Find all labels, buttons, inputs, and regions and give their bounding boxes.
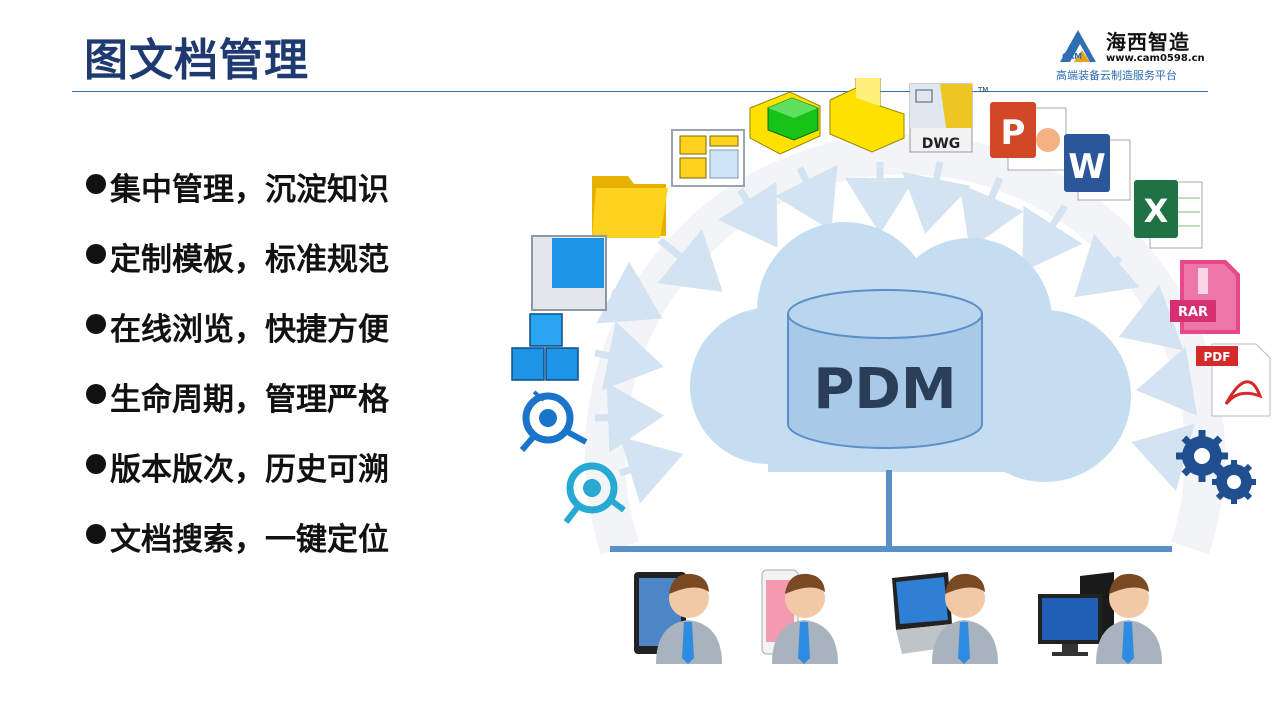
- arrow: [657, 229, 723, 292]
- feature-item: 生命周期，管理严格: [86, 374, 389, 444]
- arrow: [594, 321, 664, 391]
- feature-text: 版本版次，历史可溯: [110, 452, 389, 488]
- excel-file-icon: X: [1134, 180, 1203, 249]
- feature-text: 在线浏览，快捷方便: [110, 312, 389, 348]
- logo-slogan: 高端装备云制造服务平台: [1056, 69, 1177, 82]
- settings-gears-icon: [1176, 430, 1256, 504]
- client-laptop-user: [892, 572, 998, 664]
- user-avatar-icon: [772, 573, 838, 664]
- bullet-dot-icon: [86, 174, 106, 194]
- feature-item: 文档搜索，一键定位: [86, 514, 389, 584]
- feature-text: 文档搜索，一键定位: [110, 522, 389, 558]
- bullet-dot-icon: [86, 244, 106, 264]
- folder-icon: [592, 176, 668, 238]
- feature-text: 生命周期，管理严格: [110, 382, 389, 418]
- arrows: [594, 161, 1198, 504]
- excel-label: X: [1144, 192, 1169, 230]
- user-avatar-icon: [656, 573, 722, 664]
- bullet-dot-icon: [86, 384, 106, 404]
- arrow: [618, 436, 684, 504]
- layout-template-icon: [671, 129, 745, 187]
- window-template-icon: [531, 235, 607, 311]
- arrow: [594, 382, 664, 453]
- feature-item: 在线浏览，快捷方便: [86, 304, 389, 374]
- title-divider: [72, 91, 1208, 92]
- feature-item: 定制模板，标准规范: [86, 234, 389, 304]
- logo-url: www.cam0598.cn: [1106, 53, 1205, 64]
- client-phone-user: [761, 569, 838, 664]
- arrow: [959, 176, 1024, 249]
- 3d-part-green-icon: [749, 91, 821, 155]
- feature-text: 定制模板，标准规范: [110, 242, 389, 278]
- user-avatar-icon: [932, 573, 998, 664]
- arrow: [774, 164, 838, 231]
- company-logo: CAM 海西智造 www.cam0598.cn 高端装备云制造服务平台: [1056, 26, 1216, 84]
- feature-item: 集中管理，沉淀知识: [86, 164, 389, 234]
- arrow: [596, 261, 663, 324]
- user-avatar-icon: [1096, 573, 1162, 664]
- tm-label: TM: [977, 86, 988, 94]
- pdf-file-icon: PDF: [1196, 343, 1271, 417]
- dwg-label: DWG: [922, 136, 961, 152]
- word-label: W: [1068, 147, 1106, 187]
- cad-viewer-icon: [563, 462, 626, 524]
- rar-label: RAR: [1178, 305, 1208, 320]
- feature-list: 集中管理，沉淀知识 定制模板，标准规范 在线浏览，快捷方便 生命周期，管理严格 …: [86, 164, 389, 584]
- arrow: [902, 161, 971, 234]
- arrow: [1074, 234, 1140, 298]
- page-title: 图文档管理: [84, 35, 309, 86]
- arrow: [717, 181, 778, 248]
- dwg-file-icon: DWG TM: [909, 83, 988, 153]
- feature-item: 版本版次，历史可溯: [86, 444, 389, 514]
- network-lines: [610, 470, 1172, 552]
- feature-text: 集中管理，沉淀知识: [110, 172, 389, 208]
- powerpoint-file-icon: P: [990, 102, 1067, 171]
- bullet-dot-icon: [86, 454, 106, 474]
- rar-file-icon: RAR: [1170, 260, 1240, 334]
- logo-brand: 海西智造: [1106, 30, 1190, 54]
- logo-mark-text: CAM: [1062, 52, 1082, 61]
- arrow: [1118, 284, 1184, 351]
- client-desktop-user: [1038, 572, 1162, 664]
- word-file-icon: W: [1064, 134, 1131, 201]
- cad-target-icon: [519, 390, 588, 452]
- ppt-label: P: [1001, 113, 1026, 153]
- 3d-part-yellow-icon: [829, 78, 905, 153]
- pdf-label: PDF: [1204, 350, 1231, 364]
- bullet-dot-icon: [86, 524, 106, 544]
- pdm-diagram: PDM: [511, 78, 1271, 664]
- client-tablet-user: [634, 572, 722, 664]
- arrow: [1131, 423, 1195, 492]
- bullet-dot-icon: [86, 314, 106, 334]
- logo-mark-icon: CAM: [1060, 30, 1096, 62]
- arrow: [1022, 204, 1083, 272]
- arrow: [1136, 346, 1198, 416]
- database-cylinder-icon: PDM: [787, 289, 983, 449]
- blocks-icon: [511, 313, 579, 381]
- pdm-label: PDM: [813, 357, 956, 422]
